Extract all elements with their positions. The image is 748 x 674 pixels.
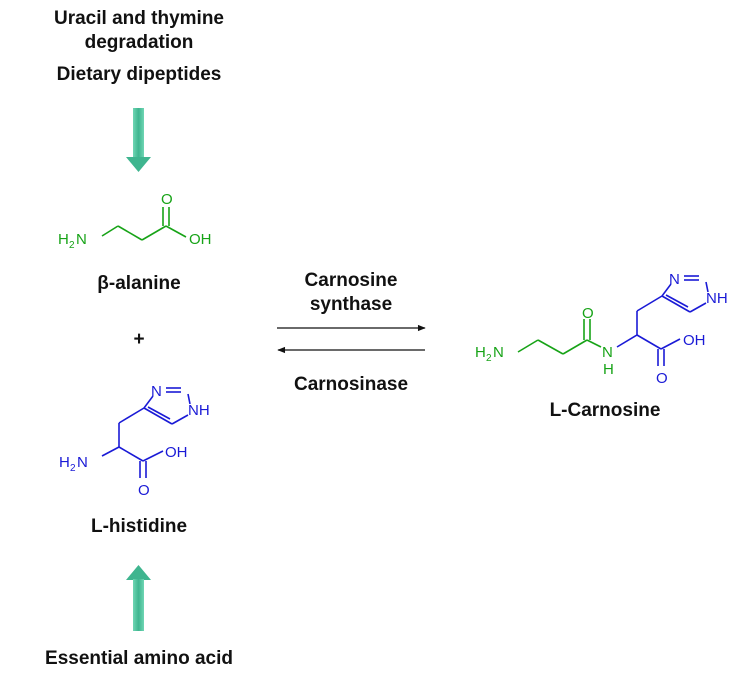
histidine-amine-h: H [59, 454, 70, 471]
beta-alanine-amine-n: N [76, 231, 87, 248]
l-histidine-label: L-histidine [91, 516, 187, 537]
beta-alanine-amine-sub: 2 [69, 240, 75, 251]
l-carnosine-histidyl-part [616, 275, 709, 366]
carnosine-hydroxyl: OH [683, 332, 706, 349]
histidine-ring-n: N [151, 383, 162, 400]
beta-alanine-label: β-alanine [97, 273, 180, 294]
plus-sign: + [133, 329, 144, 350]
up-arrow [126, 565, 151, 631]
carnosine-carbonyl-o: O [656, 370, 668, 387]
histidine-hydroxyl: OH [165, 444, 188, 461]
carnosine-amine-n: N [493, 344, 504, 361]
carnosine-ring-n: N [669, 271, 680, 288]
enzyme-synthase-line1: Carnosine [305, 270, 398, 291]
carnosine-amide-n: N [602, 344, 613, 361]
beta-alanine-structure [101, 207, 187, 241]
l-histidine-structure [101, 387, 191, 478]
beta-alanine-amine-h: H [58, 231, 69, 248]
source-label-dipeptides: Dietary dipeptides [57, 64, 222, 85]
carnosine-amide-h: H [603, 361, 614, 378]
histidine-amine-sub: 2 [70, 463, 76, 474]
histidine-ring-nh: NH [188, 402, 210, 419]
carnosine-amide-o: O [582, 305, 594, 322]
carnosine-amine-h: H [475, 344, 486, 361]
l-carnosine-beta-alanyl-part [517, 319, 602, 355]
source-label-uracil: Uracil and thymine [54, 8, 224, 29]
carnosine-ring-nh: NH [706, 290, 728, 307]
histidine-amine-n: N [77, 454, 88, 471]
histidine-carbonyl-o: O [138, 482, 150, 499]
carnosine-amine-sub: 2 [486, 353, 492, 364]
l-carnosine-label: L-Carnosine [550, 400, 661, 421]
enzyme-carnosinase: Carnosinase [294, 374, 408, 395]
down-arrow [126, 108, 151, 172]
source-label-essential: Essential amino acid [45, 648, 233, 669]
enzyme-synthase-line2: synthase [310, 294, 392, 315]
beta-alanine-carbonyl-o: O [161, 191, 173, 208]
beta-alanine-hydroxyl: OH [189, 231, 212, 248]
source-label-degradation: degradation [85, 32, 194, 53]
